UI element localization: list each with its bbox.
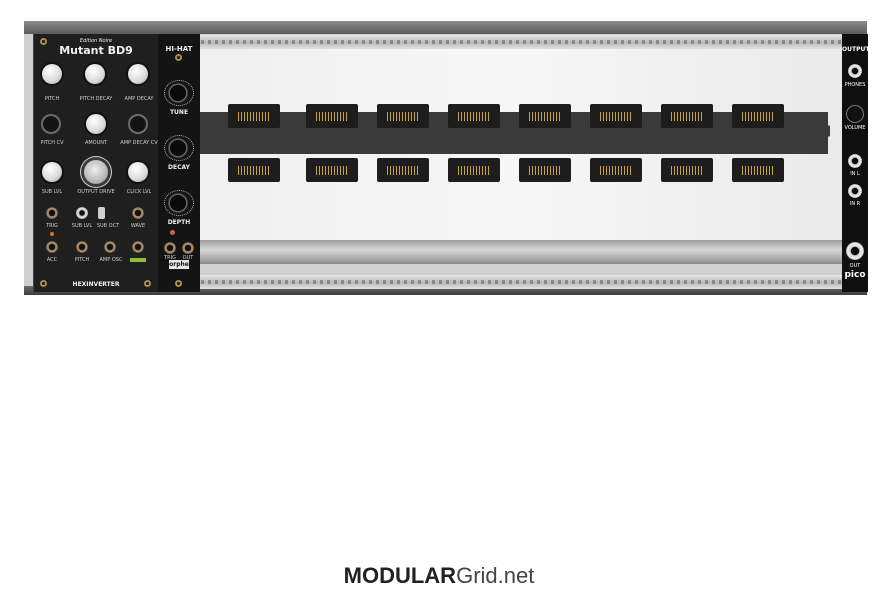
amp-decay-cv-knob[interactable] (130, 116, 146, 132)
brand-bold: MODULAR (343, 563, 457, 588)
mutant-bd9-module: Edition Noire Mutant BD9 PITCH PITCH DEC… (33, 34, 158, 292)
acc-jack[interactable] (46, 241, 58, 253)
hihat-trig-jack[interactable] (164, 242, 176, 254)
phones-label: PHONES (844, 82, 866, 88)
click-lvl-label: CLICK LVL (126, 189, 152, 195)
tune-scale (164, 80, 194, 106)
trig-led (50, 232, 54, 236)
output-drive-label: OUTPUT DRIVE (77, 189, 115, 195)
sub-oct-toggle[interactable] (98, 207, 105, 219)
amount-label: AMOUNT (84, 140, 108, 146)
screw-icon (40, 280, 47, 287)
bus-connector (732, 104, 784, 128)
tune-label: TUNE (169, 109, 189, 116)
screw-icon (144, 280, 151, 287)
click-level-knob[interactable] (128, 162, 148, 182)
tune-knob[interactable] (168, 83, 188, 103)
decay-scale (164, 135, 194, 161)
pitch-label: PITCH (44, 96, 60, 102)
in-r-jack[interactable] (848, 184, 862, 198)
bus-connector (661, 104, 713, 128)
screw-icon (175, 54, 182, 61)
out-jack[interactable] (132, 241, 144, 253)
hihat-out-jack[interactable] (182, 242, 194, 254)
bus-connector (306, 104, 358, 128)
amp-osc-jack[interactable] (104, 241, 116, 253)
decay-knob[interactable] (168, 138, 188, 158)
sub-lvl-label: SUB LVL (41, 189, 63, 195)
bus-connector (590, 104, 642, 128)
phones-jack[interactable] (848, 64, 862, 78)
wave-label: WAVE (130, 223, 146, 229)
amp-decay-cv-label: AMP DECAY CV (120, 140, 158, 146)
bus-connector (448, 104, 500, 128)
volume-knob[interactable] (847, 106, 863, 122)
pitch-knob[interactable] (42, 64, 62, 84)
depth-label: DEPTH (167, 219, 191, 226)
acc-label: ACC (46, 257, 58, 263)
depth-knob[interactable] (168, 193, 188, 213)
brand-rest: Grid.net (456, 563, 535, 588)
hihat-led (170, 230, 175, 235)
level-led (130, 258, 146, 262)
bottom-rail (176, 275, 850, 289)
bus-connector (519, 104, 571, 128)
hihat-title: HI-HAT (165, 45, 193, 53)
orphe-logo: orphe (169, 260, 189, 269)
hihat-trig-label: TRIG (164, 255, 176, 261)
bus-connector (661, 158, 713, 182)
bus-connector (228, 104, 280, 128)
bd9-title: Mutant BD9 (59, 44, 133, 57)
bus-connector (228, 158, 280, 182)
decay-label: DECAY (168, 164, 190, 171)
trig-label: TRIG (46, 223, 58, 229)
pitch-cv-label: PITCH CV (40, 140, 64, 146)
bus-connector (519, 158, 571, 182)
hihat-module: HI-HAT TUNE DECAY DEPTH TRIG OUT orphe (158, 34, 200, 292)
pitch-cv-knob[interactable] (43, 116, 59, 132)
in-l-jack[interactable] (848, 154, 862, 168)
sub-lvl-jack[interactable] (76, 207, 88, 219)
bus-connector (590, 158, 642, 182)
case-top-frame (24, 21, 867, 34)
modulargrid-logo: MODULARGrid.net (0, 563, 878, 589)
lower-rail-extrusion (176, 240, 850, 264)
pico-logo: pico (844, 270, 866, 280)
screw-icon (40, 38, 47, 45)
bus-connector (377, 104, 429, 128)
bus-connector (732, 158, 784, 182)
volume-label: VOLUME (844, 125, 866, 131)
depth-scale (164, 190, 194, 216)
amp-decay-knob[interactable] (128, 64, 148, 84)
amp-osc-label: AMP OSC (99, 257, 123, 263)
in-l-label: IN L (850, 171, 860, 177)
out-label: OUT (849, 263, 861, 269)
top-rail (176, 35, 850, 49)
bus-connector (448, 158, 500, 182)
in-r-label: IN R (849, 201, 861, 207)
sub-oct-label: SUB OCT (96, 223, 120, 229)
pitch-jack[interactable] (76, 241, 88, 253)
hihat-out-label: OUT (182, 255, 194, 261)
pitch-jack-label: PITCH (74, 257, 90, 263)
bus-board (200, 112, 828, 154)
pitch-decay-label: PITCH DECAY (79, 96, 113, 102)
bus-connector (306, 158, 358, 182)
hexinverter-logo: HEXINVERTER (72, 281, 120, 288)
screw-icon (175, 280, 182, 287)
sub-level-knob[interactable] (42, 162, 62, 182)
output-title: OUTPUT (842, 46, 870, 53)
trig-jack[interactable] (46, 207, 58, 219)
wave-jack[interactable] (132, 207, 144, 219)
bd9-edition: Edition Noire (79, 38, 113, 44)
case-bottom-frame (24, 286, 867, 295)
sub-lvl2-label: SUB LVL (71, 223, 93, 229)
amount-knob[interactable] (86, 114, 106, 134)
bus-connector (377, 158, 429, 182)
out-jack[interactable] (846, 242, 864, 260)
output-drive-knob[interactable] (84, 160, 108, 184)
output-module: OUTPUT PHONES VOLUME IN L IN R OUT pico (842, 34, 870, 292)
pitch-decay-knob[interactable] (85, 64, 105, 84)
amp-decay-label: AMP DECAY (124, 96, 154, 102)
